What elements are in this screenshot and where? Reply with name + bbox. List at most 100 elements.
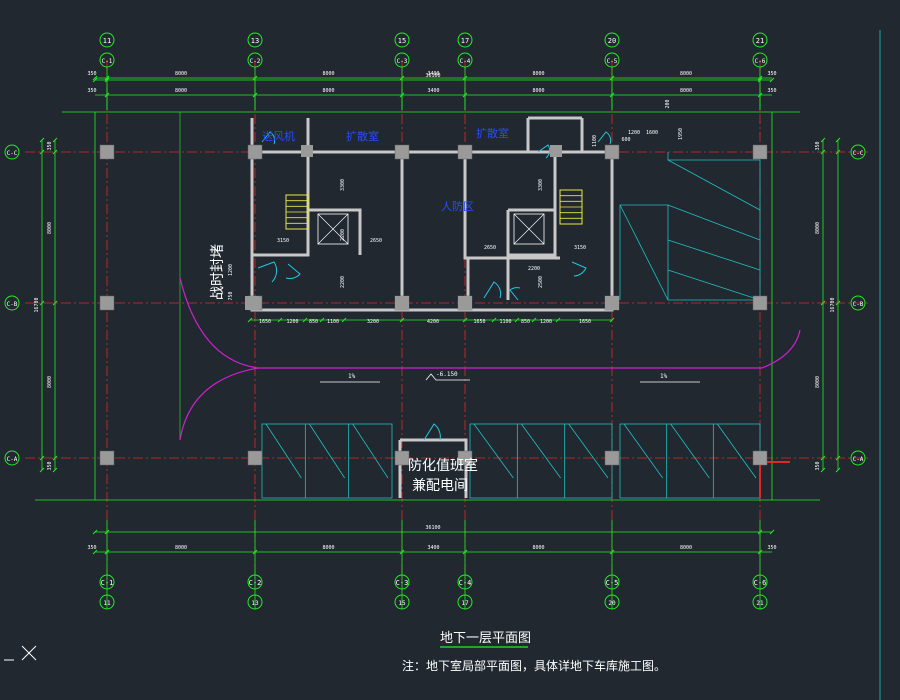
- door-swing: [509, 287, 521, 301]
- door-swing: [571, 261, 587, 277]
- equipment-box-diag: [317, 213, 349, 245]
- door-swing: [483, 281, 502, 299]
- dimension-text: 3150: [277, 238, 289, 244]
- axis-bubble-layer: 11C-1C-11113C-2C-21315C-3C-31517C-4C-417…: [4, 32, 866, 610]
- dimension-tick: [319, 317, 325, 323]
- dimension-tick: [39, 149, 45, 155]
- dimension-tick: [835, 467, 841, 473]
- core-wall-mid-right: [463, 152, 560, 260]
- axis-bubble-label: 20: [608, 37, 616, 45]
- parking-diagonal: [265, 423, 302, 479]
- axis-bubble-label: C-6: [755, 58, 766, 65]
- dimension-tick: [52, 137, 58, 143]
- drawing-title: 地下一层平面图: [440, 631, 531, 646]
- dimension-text: 1650: [579, 319, 591, 325]
- dimension-text: 1950: [678, 128, 684, 140]
- dimension-tick: [92, 549, 98, 555]
- dimension-text: 3300: [340, 179, 346, 191]
- axis-bubble-left: [4, 144, 20, 160]
- axis-bubble-top: [247, 32, 263, 48]
- dimension-tick: [820, 467, 826, 473]
- structural-column: [604, 144, 620, 160]
- axis-bubble-label: C-4: [460, 58, 471, 65]
- dimension-tick: [835, 149, 841, 155]
- dimension-tick: [609, 317, 615, 323]
- room-label-dist: 兼配电间: [412, 478, 468, 494]
- parking-diagonal: [521, 423, 561, 479]
- stair-box-left: [308, 208, 362, 255]
- column-layer: [99, 144, 768, 466]
- room-label-fan-b: 扩散室: [346, 129, 379, 143]
- dimension-text: 8000: [322, 71, 334, 77]
- room-label-fan-c: 扩散室: [476, 126, 509, 140]
- dimension-text: 8000: [47, 376, 53, 388]
- axis-bubble-left: [4, 295, 20, 311]
- axis-bubble-right: [850, 144, 866, 160]
- structural-column: [245, 296, 259, 310]
- slope-label-left: 1%: [348, 373, 356, 380]
- dimension-tick: [247, 317, 253, 323]
- door-swing: [285, 263, 301, 279]
- ramp-diagonal: [667, 204, 761, 241]
- parking-diagonal: [308, 423, 346, 479]
- dimension-text: 1650: [259, 319, 271, 325]
- dimension-text: 2200: [340, 229, 346, 241]
- dimension-tick: [835, 300, 841, 306]
- axis-bubble-label: C-5: [607, 58, 618, 65]
- dimension-text: 8000: [532, 545, 544, 551]
- dimension-text: 850: [521, 319, 530, 325]
- dimension-text: 350: [87, 545, 96, 551]
- parking-diagonal: [568, 423, 609, 479]
- axis-bubble-label: C-C: [7, 150, 18, 157]
- dimension-text: 8000: [47, 222, 53, 234]
- dimension-tick: [820, 137, 826, 143]
- dimension-tick: [302, 317, 308, 323]
- axis-bubble-label: C-C: [853, 150, 864, 157]
- equipment-box: [317, 213, 349, 245]
- ramp-curve-right: [761, 329, 801, 369]
- dimension-text: 2650: [484, 245, 496, 251]
- dimension-text: 16700: [34, 297, 40, 312]
- ucs-icon: [4, 645, 37, 661]
- parking-diagonal: [352, 423, 389, 479]
- dimension-tick: [341, 317, 347, 323]
- dimension-tick: [52, 149, 58, 155]
- stair-wall-left: [252, 152, 310, 257]
- room-label-fan-a: 送风机: [262, 129, 295, 143]
- stair-box-right: [506, 208, 557, 257]
- axis-bubble-label: C-A: [853, 456, 864, 463]
- dimension-tick: [514, 317, 520, 323]
- dimension-tick: [52, 300, 58, 306]
- door-swing: [257, 261, 278, 283]
- equipment-box-diag: [513, 213, 545, 245]
- elevation-marker: [425, 373, 470, 381]
- structural-column: [247, 144, 263, 160]
- dimension-text: 350: [767, 71, 776, 77]
- axis-bubble-top: [394, 32, 410, 48]
- civil-room-wall-right: [400, 438, 468, 498]
- structural-column: [458, 296, 472, 310]
- dimension-tick: [92, 75, 98, 81]
- dimension-text: 1200: [286, 319, 298, 325]
- dimension-tick: [92, 529, 98, 535]
- structural-column: [99, 144, 115, 160]
- dimension-text: 8000: [175, 545, 187, 551]
- dimension-text: 3400: [427, 88, 439, 94]
- dimension-tick: [52, 455, 58, 461]
- axis-bubble-label: C-A: [7, 456, 18, 463]
- dimension-text: 8000: [532, 71, 544, 77]
- axis-bubble-label: 17: [461, 37, 469, 45]
- dimension-text: 36100: [425, 73, 440, 79]
- axis-bubble-right: [850, 295, 866, 311]
- dimension-tick: [277, 317, 283, 323]
- structural-column: [604, 450, 620, 466]
- ramp-diagonal: [667, 159, 761, 211]
- structural-column: [752, 295, 768, 311]
- dimension-text: 8000: [815, 222, 821, 234]
- dimension-text: 1650: [473, 319, 485, 325]
- parking-diagonal: [473, 423, 514, 479]
- axis-bubble-right: [850, 450, 866, 466]
